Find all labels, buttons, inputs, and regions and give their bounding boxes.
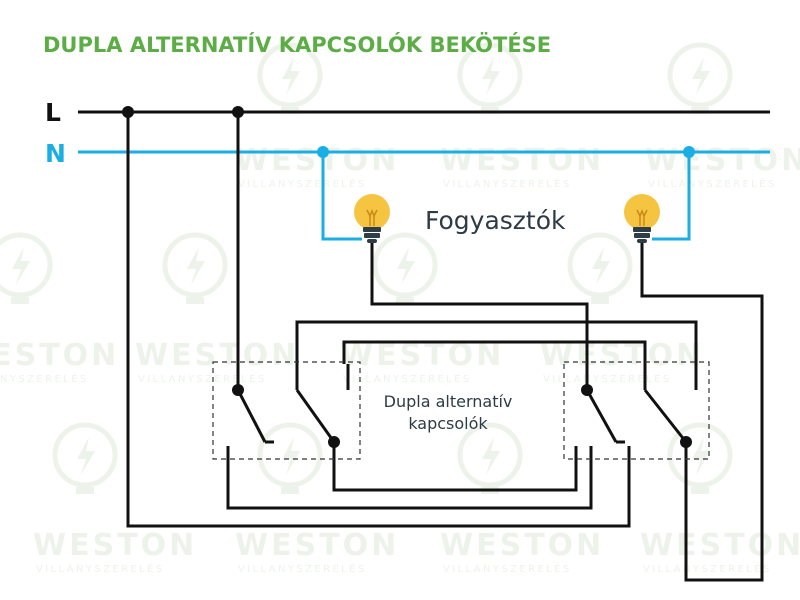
consumers-label: Fogyasztók: [425, 206, 566, 235]
neutral-drop-right: [652, 152, 691, 241]
switches-label-line1: Dupla alternatív: [384, 392, 513, 411]
watermark-brand: WESTON: [33, 528, 197, 563]
lightbulb-bolt-icon: [55, 425, 115, 494]
watermark-sub: VILLANYSZERELÉS: [0, 372, 89, 385]
live-label: L: [45, 98, 61, 127]
watermark: WESTON VILLANYSZERELÉS WESTON VILLANYSZE…: [0, 45, 800, 575]
switch-lever: [585, 389, 618, 443]
watermark-sub: VILLANYSZERELÉS: [138, 372, 267, 385]
switch-box-left: [212, 361, 361, 460]
switch-lever: [236, 389, 267, 443]
watermark-sub: VILLANYSZERELÉS: [543, 372, 672, 385]
lightbulb-bolt-icon: [460, 425, 520, 494]
switch-box-right: [563, 361, 710, 460]
switch-lever: [295, 389, 336, 443]
switch-lever: [643, 389, 688, 443]
lightbulb-bolt-icon: [375, 235, 435, 304]
watermark-brand: WESTON: [440, 528, 604, 563]
watermark-brand: WESTON: [235, 143, 399, 178]
live-junction: [122, 106, 134, 118]
watermark-brand: WESTON: [235, 528, 399, 563]
switched-wire-left-lamp: [370, 240, 589, 390]
switch-contact: [680, 436, 692, 448]
neutral-wiring: [78, 150, 770, 241]
watermark-sub: VILLANYSZERELÉS: [343, 372, 472, 385]
watermark-sub: VILLANYSZERELÉS: [643, 562, 772, 575]
watermark-brand: WESTON: [0, 338, 119, 373]
traveler-wire: [226, 446, 593, 510]
switch-contact: [328, 436, 340, 448]
live-feed-right-switch: [126, 112, 631, 528]
lightbulb-icon: [354, 194, 390, 243]
watermark-brand: WESTON: [340, 338, 504, 373]
switches-label-line2: kapcsolók: [408, 414, 488, 433]
neutral-label: N: [45, 139, 66, 168]
neutral-junction: [317, 146, 329, 158]
lightbulb-bolt-icon: [670, 45, 730, 114]
live-junction: [232, 106, 244, 118]
switch-contact: [232, 384, 244, 396]
watermark-sub: VILLANYSZERELÉS: [443, 562, 572, 575]
watermark-brand: WESTON: [540, 338, 704, 373]
watermark-brand: WESTON: [645, 143, 800, 178]
neutral-drop-left: [321, 152, 362, 241]
watermark-sub: VILLANYSZERELÉS: [238, 177, 367, 190]
switched-wire-right-lamp: [640, 240, 764, 582]
traveler-wire: [295, 320, 698, 390]
lightbulb-bolt-icon: [570, 235, 630, 304]
live-wiring: [78, 110, 770, 582]
watermark-sub: VILLANYSZERELÉS: [238, 562, 367, 575]
lightbulb-bolt-icon: [0, 235, 50, 304]
neutral-junction: [683, 146, 695, 158]
traveler-wire: [332, 442, 578, 492]
lightbulb-bolt-icon: [165, 235, 225, 304]
watermark-sub: VILLANYSZERELÉS: [443, 177, 572, 190]
watermark-brand: WESTON: [440, 143, 604, 178]
traveler-wire: [342, 340, 647, 390]
switch-contact: [581, 384, 593, 396]
watermark-brand: WESTON: [640, 528, 800, 563]
lightbulb-icon: [624, 194, 660, 243]
watermark-brand: WESTON: [135, 338, 299, 373]
watermark-sub: VILLANYSZERELÉS: [648, 177, 777, 190]
diagram-title: DUPLA ALTERNATÍV KAPCSOLÓK BEKÖTÉSE: [43, 32, 551, 57]
watermark-sub: VILLANYSZERELÉS: [36, 562, 165, 575]
